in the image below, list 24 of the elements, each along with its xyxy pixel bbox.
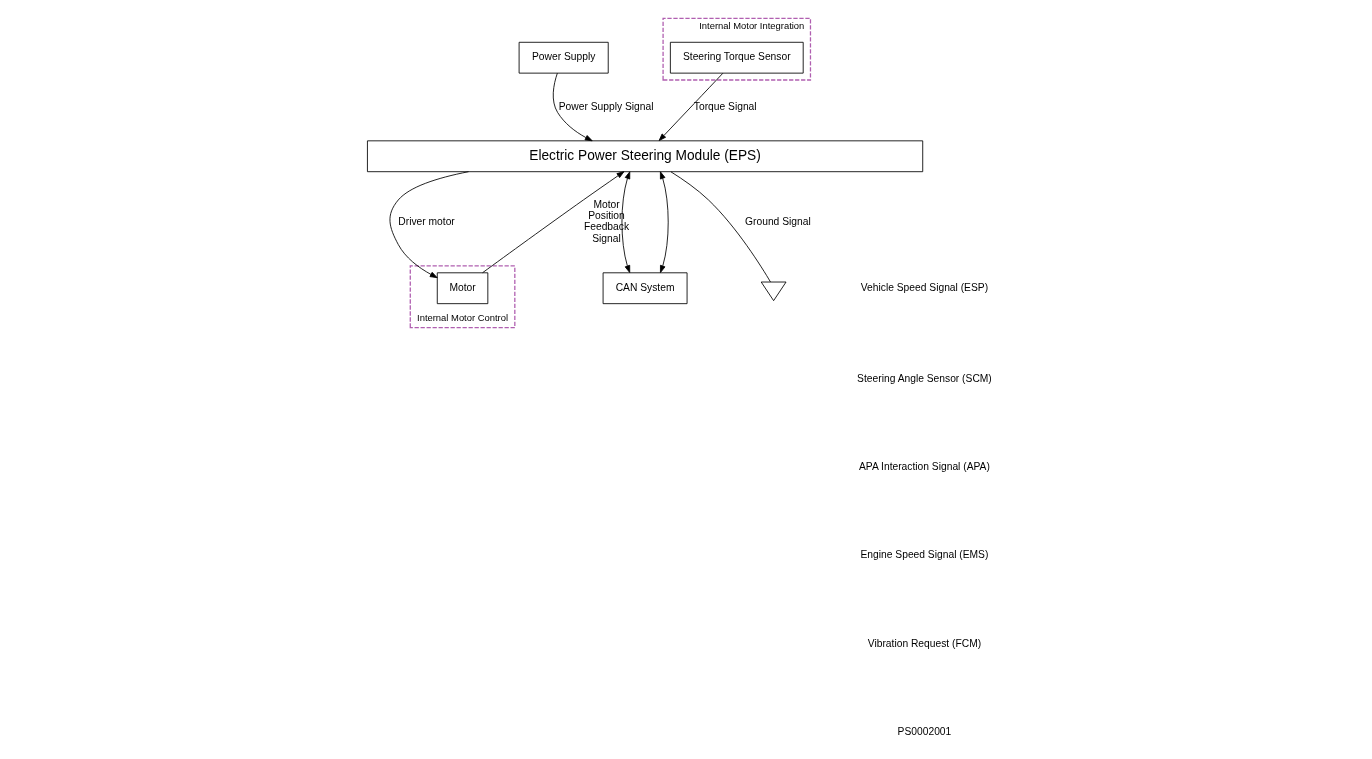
node-ground — [760, 281, 787, 302]
edge-label: Motor Position Feedback Signal — [583, 199, 630, 244]
label: APA Interaction Signal (APA) — [859, 460, 990, 472]
edge-label: Driver motor — [398, 215, 455, 227]
label: PS0002001 — [897, 725, 952, 737]
arrow — [658, 72, 724, 141]
arrow — [659, 171, 669, 273]
edge-label: Torque Signal — [693, 100, 757, 112]
label: Steering Angle Sensor (SCM) — [857, 372, 992, 384]
node-box: Steering Torque Sensor — [669, 41, 804, 74]
arrow — [552, 72, 593, 142]
label: Vehicle Speed Signal (ESP) — [860, 281, 989, 293]
connector — [670, 171, 771, 283]
arrow — [389, 171, 469, 279]
node-box: Power Supply — [518, 41, 609, 74]
arrow — [482, 171, 625, 274]
edge-label: Ground Signal — [745, 215, 811, 227]
node-box: CAN System — [602, 272, 688, 305]
node-box: Electric Power Steering Module (EPS) — [367, 140, 924, 173]
label: Vibration Request (FCM) — [867, 637, 982, 649]
edge-label: Power Supply Signal — [558, 100, 654, 112]
label: Engine Speed Signal (EMS) — [860, 549, 989, 561]
arrow — [621, 171, 631, 273]
node-box: Motor — [436, 272, 489, 305]
